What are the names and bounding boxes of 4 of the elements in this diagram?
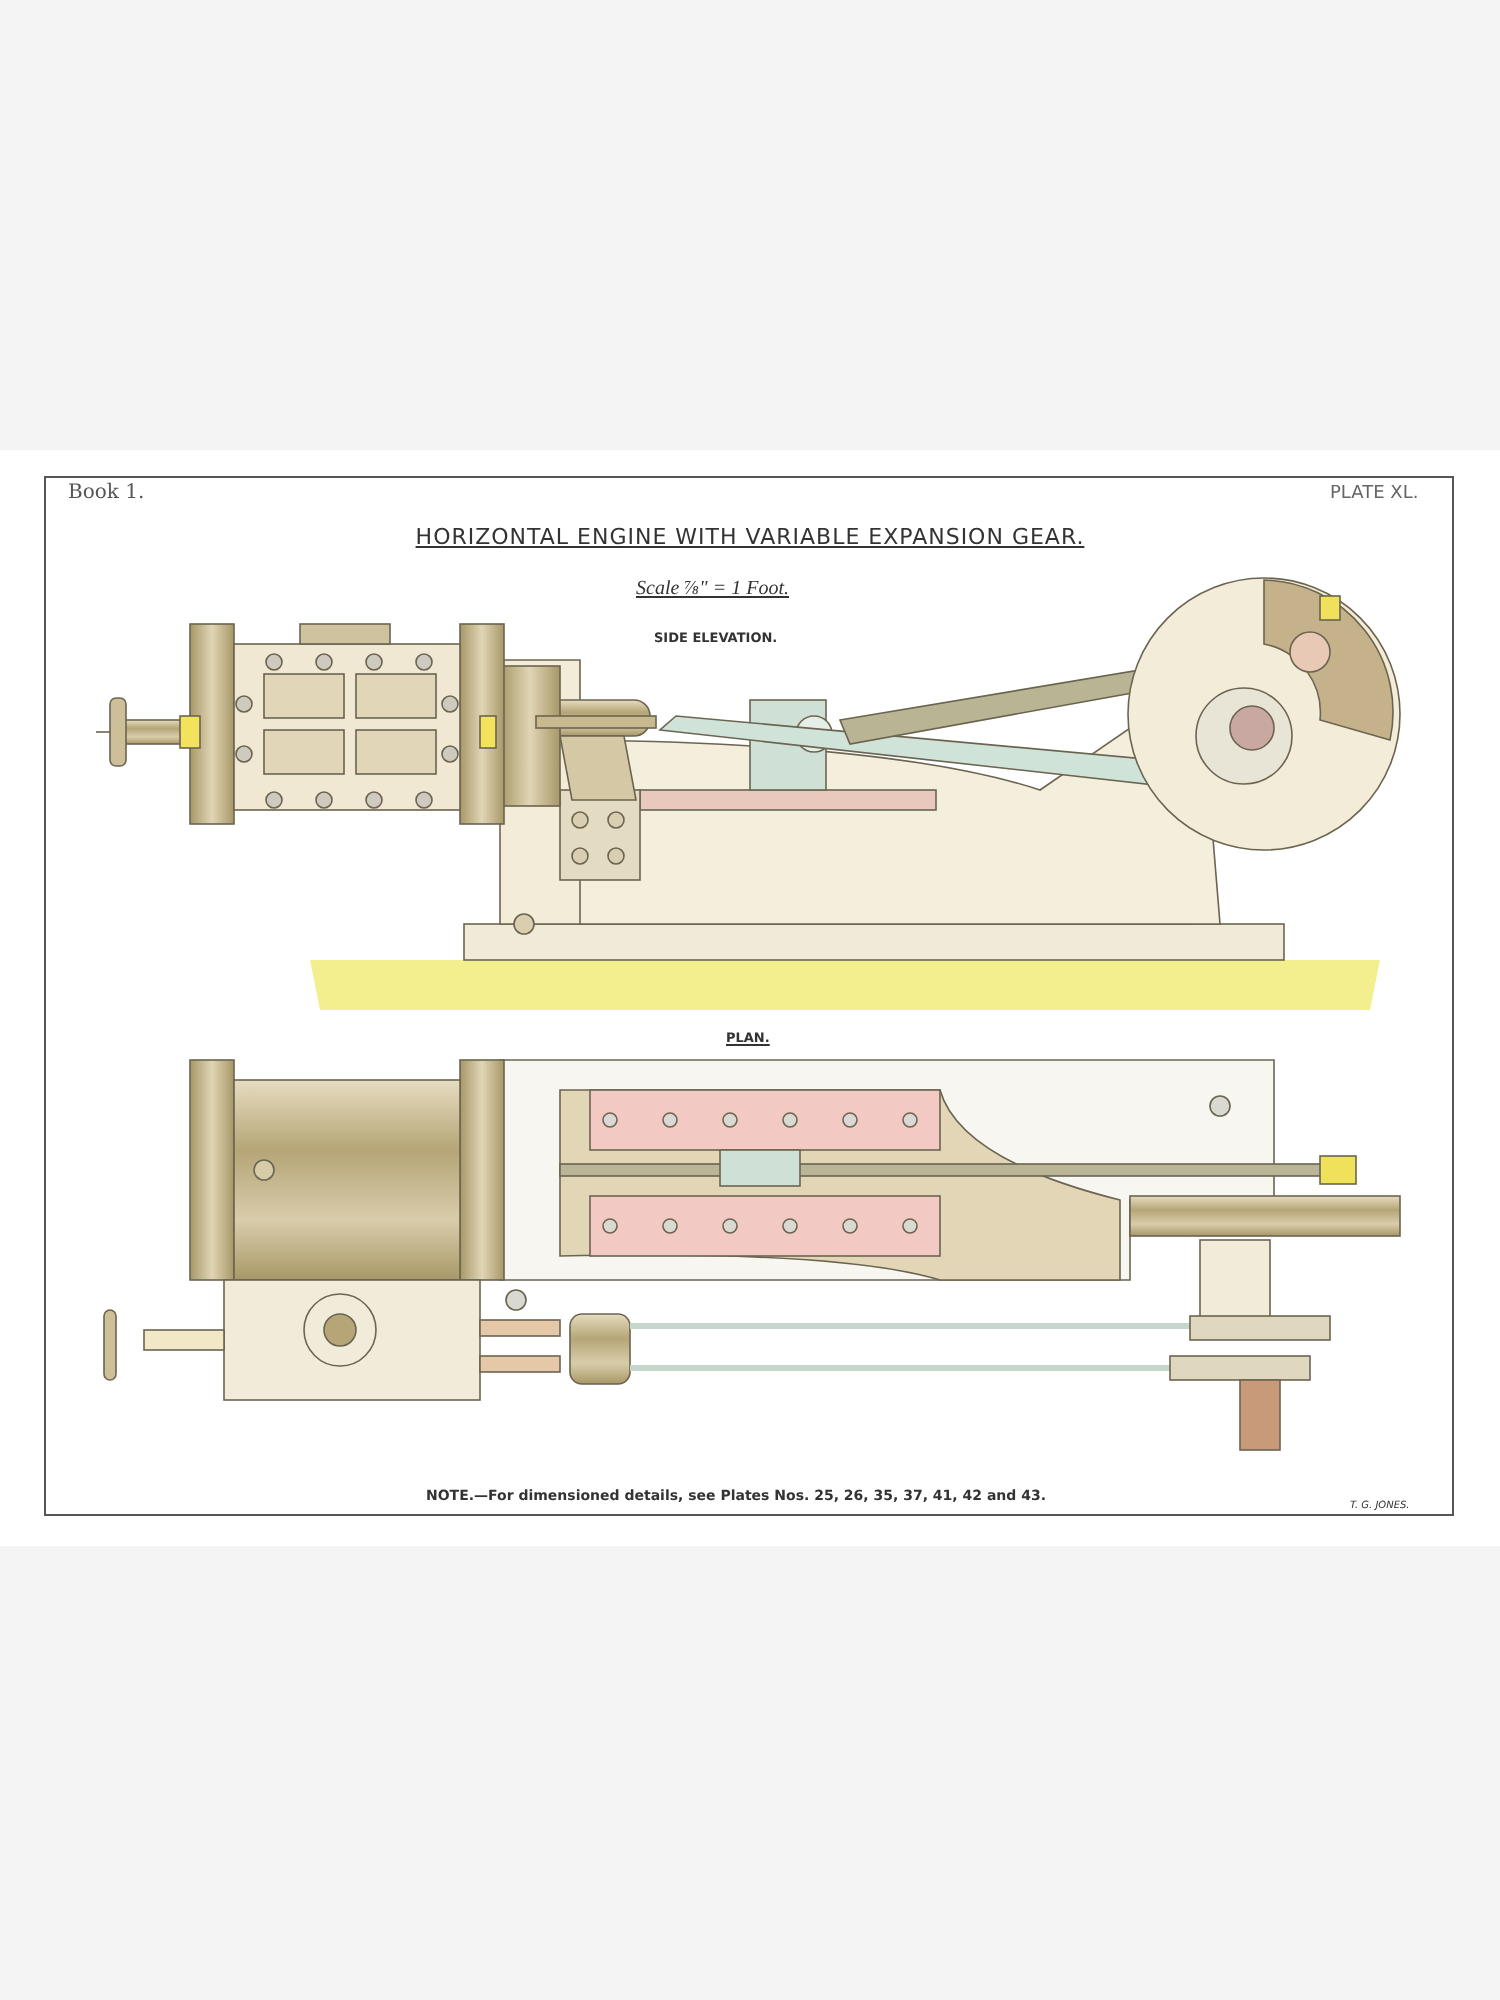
plate-number: PLATE XL. bbox=[1330, 484, 1419, 504]
book-number: Book 1. bbox=[68, 482, 145, 504]
scale-note: Scale ⅞" = 1 Foot. bbox=[636, 578, 789, 600]
plate-title: HORIZONTAL ENGINE WITH VARIABLE EXPANSION GEAR. bbox=[413, 524, 1087, 550]
